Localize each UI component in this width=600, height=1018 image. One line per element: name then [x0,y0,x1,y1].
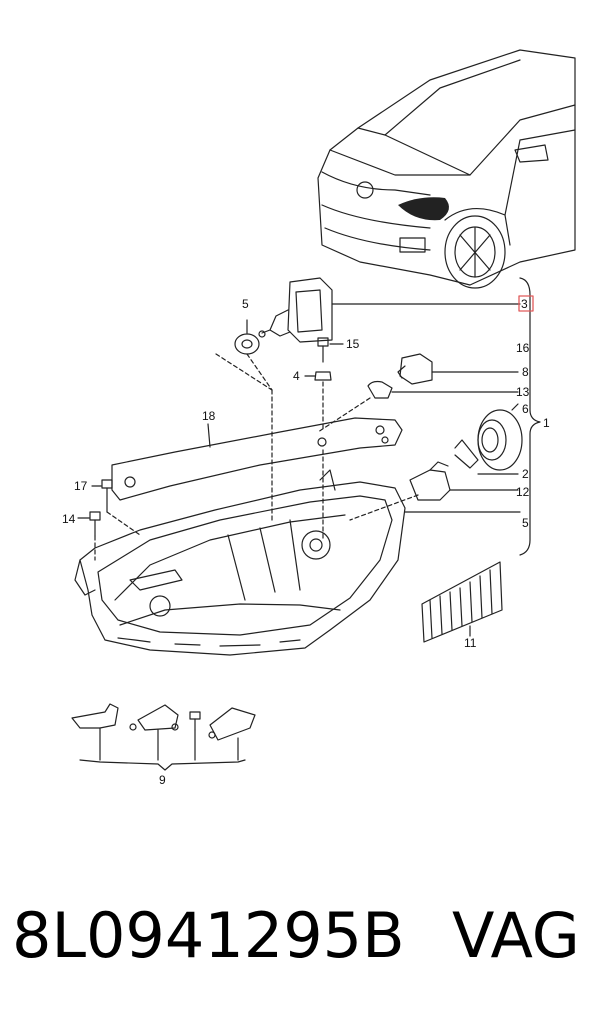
callout-16: 16 [516,341,530,355]
callout-11: 11 [464,636,477,650]
brackets-9 [71,703,256,771]
dashed-leaders [94,353,419,561]
callout-12: 12 [516,485,530,499]
callout-4: 4 [293,369,300,383]
callout-8: 8 [522,365,529,379]
callout-5-top: 5 [242,297,249,311]
group-bracket-1 [519,277,541,556]
clip-2 [454,439,519,475]
callout-17: 17 [74,479,88,493]
callout-2: 2 [522,467,529,481]
part-number: 8L0941295B [12,899,405,972]
headlight-exploded-diagram: 3 5 15 4 16 8 13 6 1 18 2 17 12 14 5 11 … [62,49,576,787]
label-plate-11 [421,561,503,643]
screw-14 [77,511,101,537]
bulb-12 [409,461,519,501]
callout-3: 3 [521,297,528,311]
callout-14: 14 [62,512,76,526]
brand-name: VAG [452,899,580,972]
headlight-housing [74,469,521,656]
car-illustration [317,49,576,289]
callout-labels: 3 5 15 4 16 8 13 6 1 18 2 17 12 14 5 11 … [62,297,550,787]
bulb-socket-3 [258,277,521,343]
callout-1: 1 [543,416,550,430]
bulb-8 [397,353,519,385]
washer-5 [234,319,260,355]
cover-6 [477,403,523,471]
callout-13: 13 [516,385,530,399]
callout-9: 9 [159,773,166,787]
nut-4 [304,371,332,381]
screw-15 [317,337,344,363]
bulb-13 [367,380,519,399]
callout-15: 15 [346,337,360,351]
callout-5-bottom: 5 [522,516,529,530]
part-info-footer: 8L0941295B VAG [0,888,600,983]
screw-17 [91,479,113,513]
callout-6: 6 [522,402,529,416]
callout-18: 18 [202,409,216,423]
bracket-strip-18 [111,417,403,501]
highlight-box [518,295,534,312]
